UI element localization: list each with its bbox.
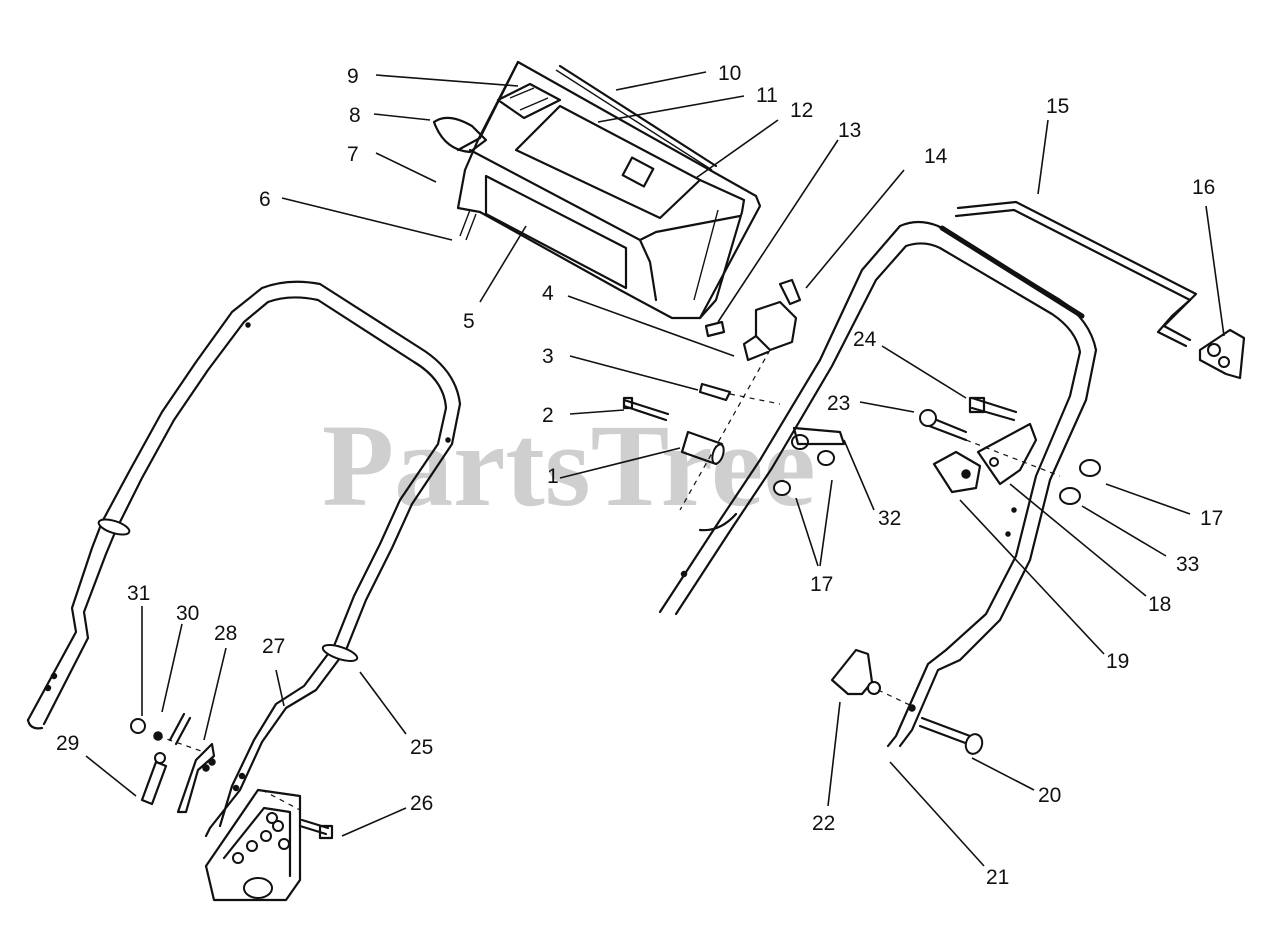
callout-32: 32 xyxy=(878,507,901,530)
callout-18: 18 xyxy=(1148,593,1171,616)
callout-17-right: 17 xyxy=(1200,507,1223,530)
callout-4: 4 xyxy=(542,282,554,305)
callout-25: 25 xyxy=(410,736,433,759)
callout-21: 21 xyxy=(986,866,1009,889)
callout-26: 26 xyxy=(410,792,433,815)
callout-23: 23 xyxy=(827,392,850,415)
callout-11: 11 xyxy=(756,84,778,107)
hardware-center xyxy=(622,278,1101,755)
mounting-bracket xyxy=(130,712,334,902)
assembly-lines xyxy=(157,349,1061,811)
callout-20: 20 xyxy=(1038,784,1061,807)
callout-31: 31 xyxy=(127,582,150,605)
callout-30: 30 xyxy=(176,602,199,625)
upper-handle-left xyxy=(26,280,462,838)
callout-14: 14 xyxy=(924,145,948,168)
callout-33: 33 xyxy=(1176,553,1199,576)
callout-5: 5 xyxy=(463,310,475,333)
callout-3: 3 xyxy=(542,345,554,368)
watermark-text: PartsTree xyxy=(322,400,816,531)
callout-9: 9 xyxy=(347,65,359,88)
callout-16: 16 xyxy=(1192,176,1215,199)
callout-17-center: 17 xyxy=(810,573,833,596)
callout-1: 1 xyxy=(547,465,559,488)
callout-7: 7 xyxy=(347,143,359,166)
callout-22: 22 xyxy=(812,812,835,835)
callout-27: 27 xyxy=(262,635,285,658)
callout-24: 24 xyxy=(853,328,877,351)
callout-29: 29 xyxy=(56,732,79,755)
control-rod xyxy=(954,200,1246,380)
callout-8: 8 xyxy=(349,104,361,127)
callout-13: 13 xyxy=(838,119,861,142)
leader-lines xyxy=(85,71,1225,867)
grass-catcher xyxy=(432,60,762,338)
callout-10: 10 xyxy=(718,62,741,85)
lower-handle-right xyxy=(658,220,1098,748)
callout-12: 12 xyxy=(790,99,813,122)
callout-2: 2 xyxy=(542,404,554,427)
callout-6: 6 xyxy=(259,188,271,211)
callout-labels: 1 2 3 4 5 6 7 8 9 10 11 12 13 14 15 16 1… xyxy=(56,62,1223,889)
callout-19: 19 xyxy=(1106,650,1129,673)
callout-15: 15 xyxy=(1046,95,1069,118)
callout-28: 28 xyxy=(214,622,237,645)
